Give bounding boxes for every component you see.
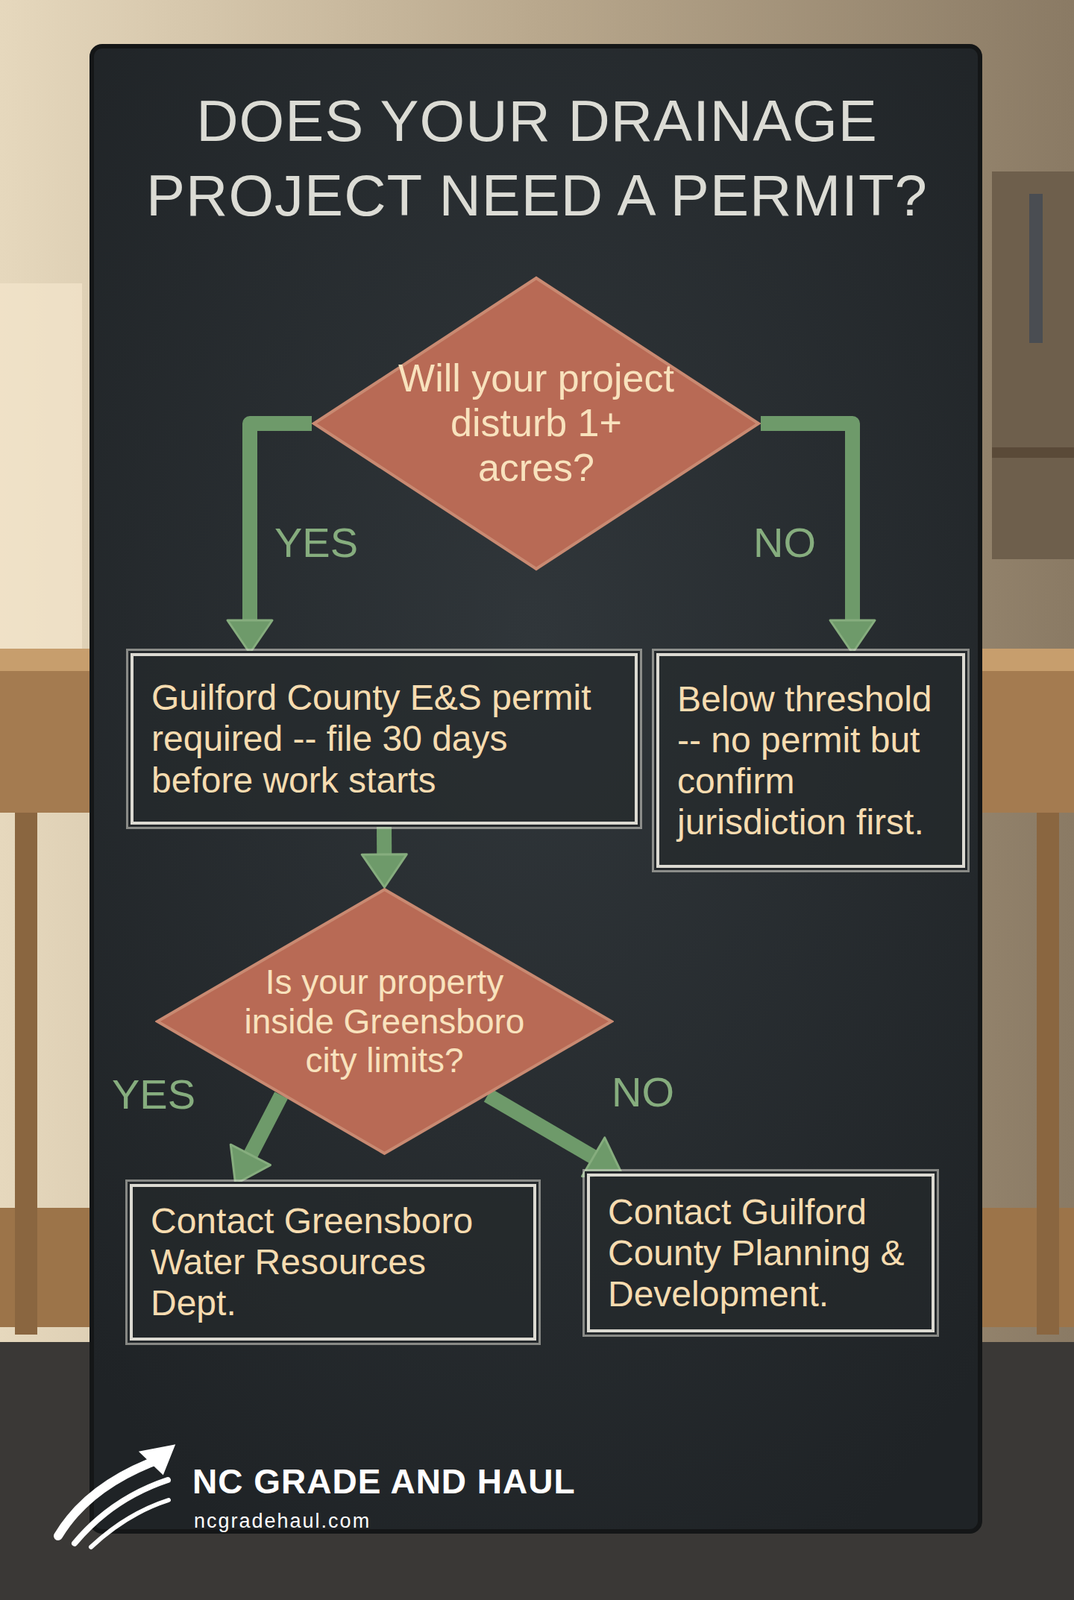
company-logo <box>58 1446 174 1548</box>
bench-leg <box>1036 812 1060 1336</box>
chalkboard <box>91 46 981 1532</box>
node-text: Will your project disturb 1+ acres? <box>387 356 686 491</box>
flow-arrow <box>230 1095 282 1185</box>
decision-diamond: Is your property inside Greensboro city … <box>155 887 614 1157</box>
diamond-shape <box>157 889 612 1154</box>
node-text: Guilford County E&S permit required -- f… <box>151 677 617 802</box>
shelf <box>991 447 1074 458</box>
brand-url: ncgradehaul.com <box>193 1511 371 1534</box>
arrow-shaft <box>487 1095 596 1160</box>
diagram-title: DOES YOUR DRAINAGE PROJECT NEED A PERMIT… <box>96 83 978 233</box>
node-text: Contact Guilford County Planning & Devel… <box>607 1191 914 1316</box>
flow-arrow <box>361 824 407 888</box>
arrow-head <box>227 620 273 654</box>
process-box: Below threshold -- no permit but confirm… <box>656 653 966 869</box>
arrow-head <box>230 1144 270 1185</box>
arrow-head <box>581 1138 622 1177</box>
decision-diamond: Will your project disturb 1+ acres? <box>311 275 761 572</box>
arrow-shaft <box>249 1095 282 1158</box>
edge-label: YES <box>111 1074 196 1116</box>
tool <box>1029 193 1043 344</box>
flow-arrow <box>487 1095 623 1177</box>
process-box: Guilford County E&S permit required -- f… <box>130 653 638 825</box>
bench-leg <box>14 812 38 1336</box>
node-text: Is your property inside Greensboro city … <box>228 962 542 1082</box>
arrow-head <box>830 620 875 654</box>
node-text: Below threshold -- no permit but confirm… <box>677 678 945 844</box>
brand-name: NC GRADE AND HAUL <box>192 1463 576 1502</box>
edge-label: NO <box>753 522 816 564</box>
tool-pegboard <box>991 171 1074 560</box>
process-box: Contact Greensboro Water Resources Dept. <box>129 1184 537 1342</box>
edge-label: YES <box>274 522 358 564</box>
process-box: Contact Guilford County Planning & Devel… <box>586 1173 935 1333</box>
edge-label: NO <box>611 1071 675 1114</box>
node-text: Contact Greensboro Water Resources Dept. <box>150 1200 516 1325</box>
diamond-shape <box>313 278 759 570</box>
arrow-shaft <box>376 824 392 858</box>
arrow-head <box>361 854 407 888</box>
